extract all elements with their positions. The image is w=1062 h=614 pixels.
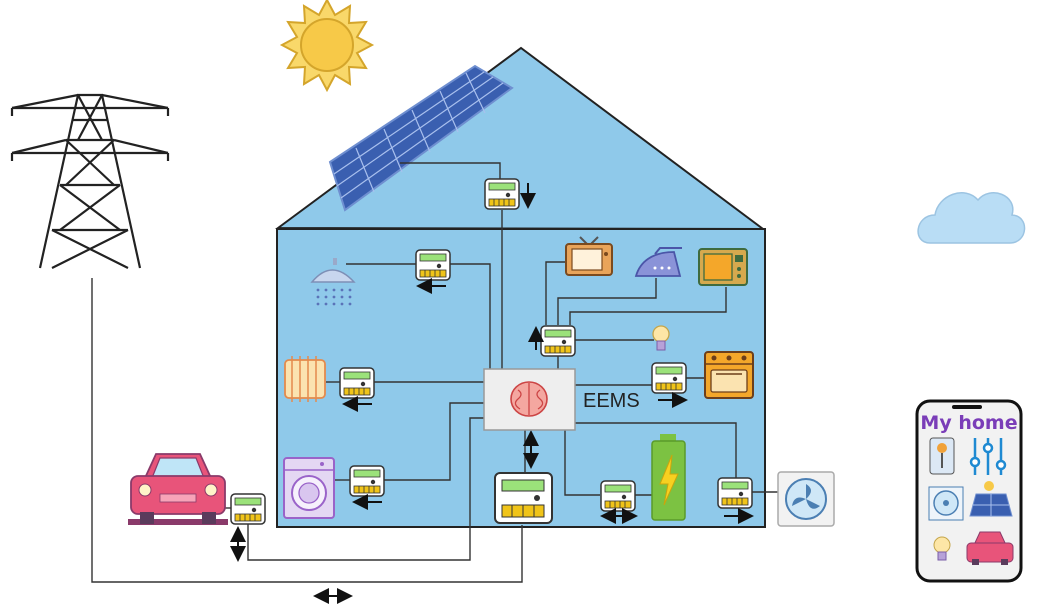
oven-icon <box>704 351 754 399</box>
tv-icon <box>565 236 613 276</box>
battery-icon <box>651 434 686 521</box>
heat-pump-icon <box>777 471 835 527</box>
meter-radiator <box>339 367 375 399</box>
solar-panel-icon <box>328 64 514 212</box>
bulb-icon <box>933 536 951 561</box>
fan-icon <box>928 486 964 521</box>
meter-shower <box>415 249 451 281</box>
meter-appliances <box>540 325 576 357</box>
bulb-icon <box>652 325 670 351</box>
sun-icon <box>279 0 375 93</box>
washing-machine-icon <box>283 457 335 519</box>
meter-battery <box>600 480 636 512</box>
phone-app: My home <box>915 399 1023 583</box>
house <box>274 46 767 528</box>
radiator-icon <box>284 356 326 402</box>
brain-icon <box>510 381 548 417</box>
cloud-icon <box>917 192 1026 244</box>
solar-panel-icon <box>969 481 1013 517</box>
meter-main <box>494 472 553 524</box>
microwave-icon <box>698 248 748 286</box>
meter-heat-pump <box>717 477 753 509</box>
wiring <box>91 162 778 583</box>
car-icon <box>966 531 1014 565</box>
phone-app-title: My home <box>920 412 1017 434</box>
car-icon <box>128 453 228 525</box>
plug-icon <box>929 437 955 475</box>
power-pylon-icon <box>10 93 170 269</box>
eems-controller: EEMS <box>483 368 640 431</box>
iron-icon <box>634 247 682 277</box>
sliders-icon <box>969 438 1007 475</box>
shower-icon <box>310 258 356 306</box>
meter-car <box>230 493 266 525</box>
meter-oven <box>651 362 687 394</box>
meter-washing-machine <box>349 465 385 497</box>
flow-arrows <box>230 183 754 604</box>
meter-solar <box>484 178 520 210</box>
eems-label: EEMS <box>583 390 640 412</box>
